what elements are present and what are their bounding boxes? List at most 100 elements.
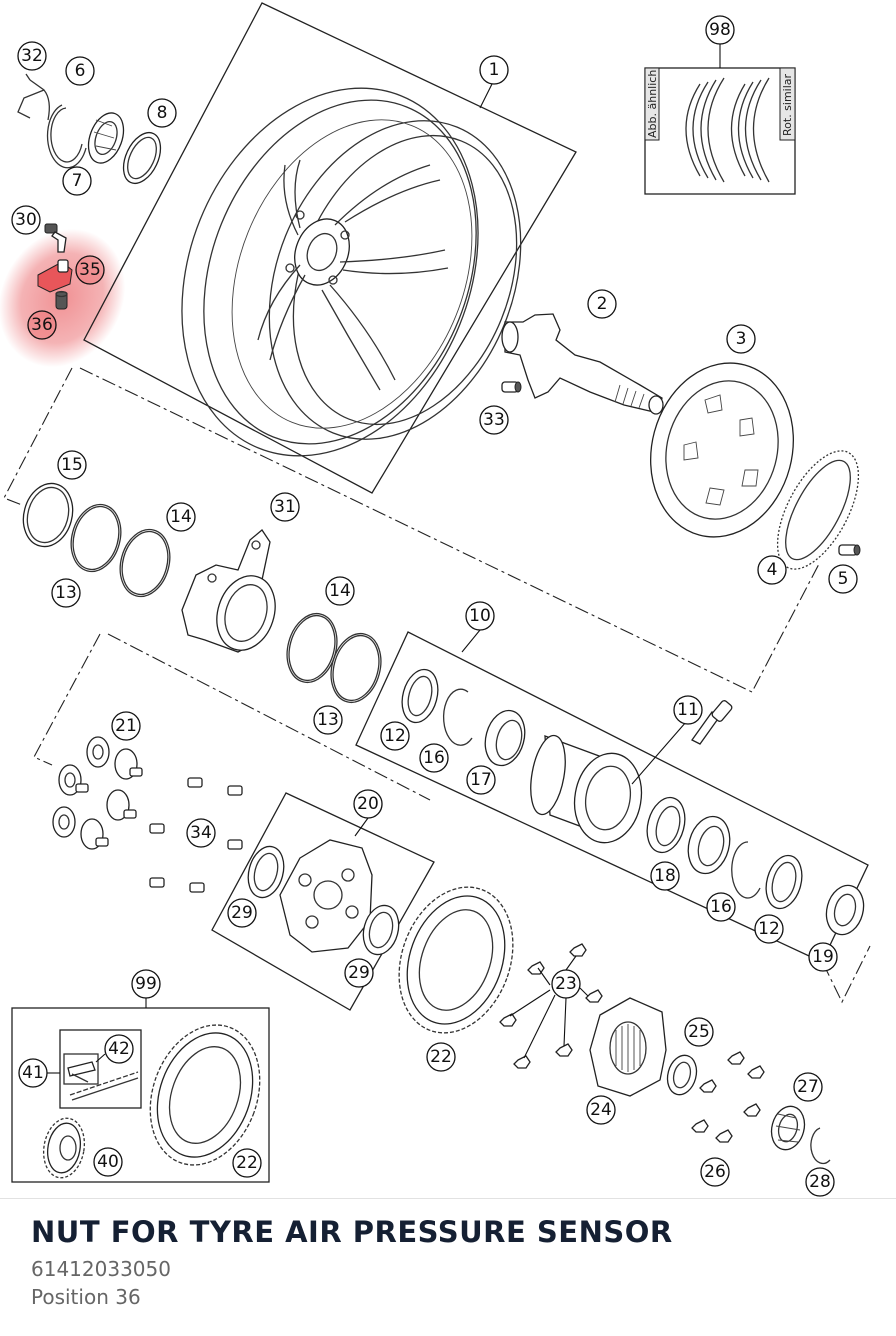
- circlip-6[interactable]: [46, 104, 87, 169]
- bearing-27[interactable]: [767, 1103, 809, 1154]
- callout-21[interactable]: 21: [111, 711, 141, 741]
- callout-14-top[interactable]: 14: [166, 502, 196, 532]
- cush-drive-rubbers-21[interactable]: [52, 736, 143, 850]
- bolt-33[interactable]: [501, 381, 522, 393]
- callout-1[interactable]: 1: [479, 55, 509, 85]
- tyre-valve-30[interactable]: [44, 223, 67, 253]
- callout-16-left[interactable]: 16: [419, 743, 449, 773]
- bolt-11[interactable]: [691, 699, 733, 745]
- callout-7[interactable]: 7: [62, 166, 92, 196]
- brake-disc-3[interactable]: [632, 347, 813, 553]
- circlip-16-left[interactable]: [442, 688, 473, 746]
- wheel-axle-2[interactable]: [501, 313, 664, 415]
- callout-8[interactable]: 8: [147, 98, 177, 128]
- pressure-sensor-35[interactable]: [37, 259, 73, 293]
- bearing-18[interactable]: [641, 793, 690, 856]
- callout-22-main[interactable]: 22: [426, 1042, 456, 1072]
- callout-36[interactable]: 36: [27, 310, 57, 340]
- callout-10[interactable]: 10: [465, 601, 495, 631]
- part-info-panel: NUT FOR TYRE AIR PRESSURE SENSOR 6141203…: [0, 1198, 896, 1336]
- callout-30[interactable]: 30: [11, 205, 41, 235]
- o-ring-14[interactable]: [113, 524, 177, 602]
- spacer-ring-8[interactable]: [116, 127, 168, 189]
- spacer-29-left[interactable]: [243, 842, 289, 901]
- nuts-26[interactable]: [691, 1051, 765, 1143]
- callout-34[interactable]: 34: [186, 818, 216, 848]
- shaft-seal-12-left[interactable]: [397, 666, 444, 727]
- spacer-19[interactable]: [821, 881, 869, 939]
- callout-13-top[interactable]: 13: [51, 578, 81, 608]
- engine-sprocket-40[interactable]: [39, 1115, 89, 1181]
- rear-sprocket-22[interactable]: [380, 871, 533, 1049]
- o-ring-14-b[interactable]: [280, 608, 344, 688]
- bolt-5[interactable]: [838, 544, 861, 556]
- sprocket-carrier-20[interactable]: [279, 839, 373, 953]
- svg-text:34: 34: [190, 823, 212, 843]
- callout-42[interactable]: 42: [104, 1034, 134, 1064]
- brake-pad-shims-98[interactable]: [685, 77, 770, 183]
- callout-3[interactable]: 3: [726, 324, 756, 354]
- callout-23[interactable]: 23: [551, 969, 581, 999]
- abs-tone-ring-4[interactable]: [761, 439, 875, 582]
- callout-31[interactable]: 31: [270, 492, 300, 522]
- circlip-28[interactable]: [810, 1127, 831, 1165]
- callout-13-mid[interactable]: 13: [313, 705, 343, 735]
- callout-12-mid[interactable]: 12: [754, 914, 784, 944]
- o-ring-13[interactable]: [64, 499, 128, 577]
- chain-joint-42[interactable]: [63, 1053, 99, 1085]
- rear-wheel-rim[interactable]: [129, 43, 566, 500]
- callout-11[interactable]: 11: [673, 695, 703, 725]
- callout-2[interactable]: 2: [587, 289, 617, 319]
- circlip-16-right[interactable]: [731, 841, 761, 899]
- callout-33[interactable]: 33: [479, 405, 509, 435]
- callout-32[interactable]: 32: [17, 41, 47, 71]
- callout-20[interactable]: 20: [353, 789, 383, 819]
- retaining-spring-32[interactable]: [17, 73, 50, 121]
- callout-25[interactable]: 25: [684, 1017, 714, 1047]
- callout-19[interactable]: 19: [808, 942, 838, 972]
- part-title: NUT FOR TYRE AIR PRESSURE SENSOR: [31, 1215, 673, 1249]
- callout-6[interactable]: 6: [65, 56, 95, 86]
- svg-text:8: 8: [157, 103, 168, 123]
- nut-tyre-pressure-sensor-36[interactable]: [55, 290, 68, 310]
- callout-40[interactable]: 40: [93, 1147, 123, 1177]
- callout-18[interactable]: 18: [650, 861, 680, 891]
- nuts-23[interactable]: [499, 943, 603, 1069]
- callout-99[interactable]: 99: [131, 969, 161, 999]
- callout-27[interactable]: 27: [793, 1072, 823, 1102]
- shaft-seal-12-right[interactable]: [761, 852, 808, 913]
- o-ring-15[interactable]: [17, 478, 80, 552]
- callout-26[interactable]: 26: [700, 1157, 730, 1187]
- svg-text:20: 20: [357, 794, 379, 814]
- o-ring-13-b[interactable]: [324, 628, 388, 708]
- callout-5[interactable]: 5: [828, 564, 858, 594]
- callout-4[interactable]: 4: [757, 555, 787, 585]
- drive-chain-41[interactable]: [69, 1071, 139, 1101]
- callout-12-left[interactable]: 12: [380, 721, 410, 751]
- part-number: 61412033050: [31, 1257, 171, 1281]
- eccentric-hub-10[interactable]: [525, 733, 648, 848]
- callout-98[interactable]: 98: [705, 15, 735, 45]
- bearing-7[interactable]: [82, 108, 130, 168]
- callout-14-mid[interactable]: 14: [325, 576, 355, 606]
- callout-29-right[interactable]: 29: [344, 958, 374, 988]
- callout-28[interactable]: 28: [805, 1167, 835, 1197]
- spacer-29-right[interactable]: [358, 901, 404, 958]
- brake-caliper-carrier-31[interactable]: [181, 529, 284, 658]
- callout-17[interactable]: 17: [466, 765, 496, 795]
- callout-16-right[interactable]: 16: [706, 892, 736, 922]
- svg-text:98: 98: [709, 20, 731, 40]
- bolts-34[interactable]: [149, 777, 243, 893]
- bearing-17[interactable]: [479, 706, 530, 770]
- callout-22-kit[interactable]: 22: [232, 1148, 262, 1178]
- bearing-18-b[interactable]: [682, 812, 736, 878]
- callout-41[interactable]: 41: [18, 1058, 48, 1088]
- callout-15[interactable]: 15: [57, 450, 87, 480]
- svg-text:10: 10: [469, 606, 491, 626]
- callout-35[interactable]: 35: [75, 255, 105, 285]
- rear-sprocket-22-kit[interactable]: [132, 1010, 279, 1181]
- callout-24[interactable]: 24: [586, 1095, 616, 1125]
- callout-29-left[interactable]: 29: [227, 898, 257, 928]
- washer-25[interactable]: [663, 1052, 700, 1098]
- drive-flange-24[interactable]: [589, 997, 667, 1097]
